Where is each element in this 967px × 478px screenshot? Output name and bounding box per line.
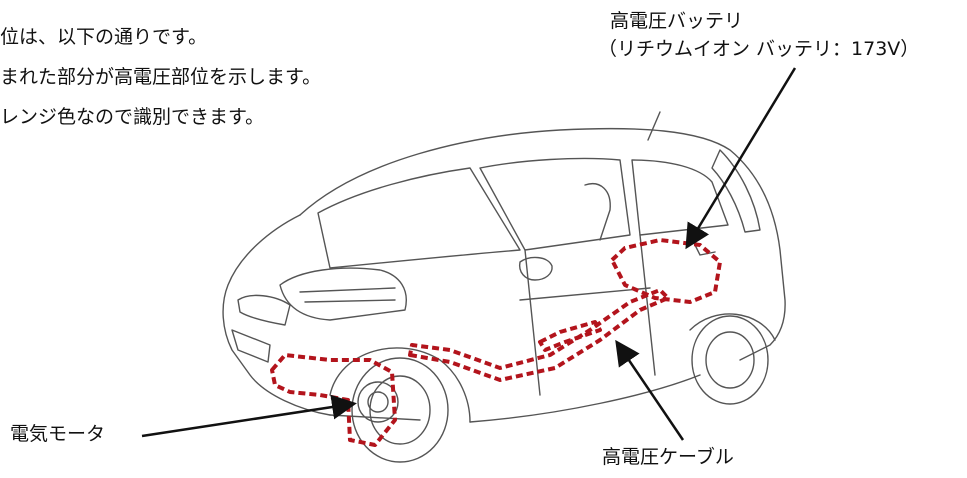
battery-spec-label: （リチウムイオン バッテリ：173V）	[598, 38, 920, 60]
motor-arrow	[141, 394, 357, 438]
intro-text-line-3: レンジ色なので識別できます。	[0, 106, 265, 128]
cable-arrow	[615, 339, 685, 441]
battery-label: 高電圧バッテリ	[610, 10, 744, 32]
intro-text-line-2: まれた部分が高電圧部位を示します。	[0, 66, 322, 88]
motor-label: 電気モータ	[10, 423, 106, 445]
cable-highlight	[408, 288, 670, 382]
battery-highlight	[610, 238, 722, 304]
motor-highlight	[270, 353, 397, 447]
intro-text-line-1: 位は、以下の通りです。	[0, 26, 208, 48]
callout-arrows	[141, 67, 797, 441]
battery-arrow	[685, 67, 797, 250]
cable-branch-highlight	[538, 320, 602, 352]
high-voltage-highlight	[270, 238, 722, 447]
car-body	[222, 111, 786, 463]
cable-label: 高電圧ケーブル	[602, 446, 734, 468]
